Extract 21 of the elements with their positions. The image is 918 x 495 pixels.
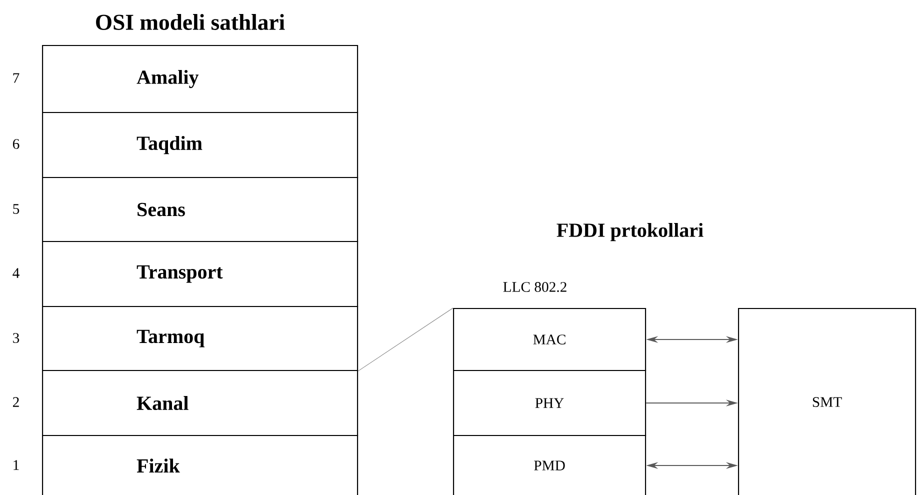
layer-box: Taqdim: [42, 112, 358, 178]
leader-line: [358, 308, 454, 372]
layer-number: 2: [13, 397, 19, 407]
layer-box: Tarmoq: [42, 306, 358, 372]
layer-label: LLC 802.2: [503, 282, 566, 292]
layer-box: Amaliy: [42, 45, 358, 114]
layer-number: 5: [13, 204, 20, 214]
layer-box: Fizik: [42, 435, 358, 495]
heading: FDDI prtokollari: [556, 222, 704, 242]
layer-box: Transport: [42, 241, 358, 308]
layer-number: 1: [14, 460, 19, 470]
layer-number: 4: [12, 268, 20, 278]
protocol-box: MAC: [453, 308, 646, 372]
layer-box: Seans: [42, 177, 358, 242]
layer-number: 6: [12, 139, 20, 149]
protocol-box: PHY: [453, 370, 646, 436]
protocol-box: PMD: [453, 435, 646, 495]
layer-number: 3: [13, 333, 20, 343]
layer-number: 7: [13, 73, 20, 83]
layer-box: Kanal: [42, 370, 358, 436]
management-box: SMT: [738, 308, 916, 495]
